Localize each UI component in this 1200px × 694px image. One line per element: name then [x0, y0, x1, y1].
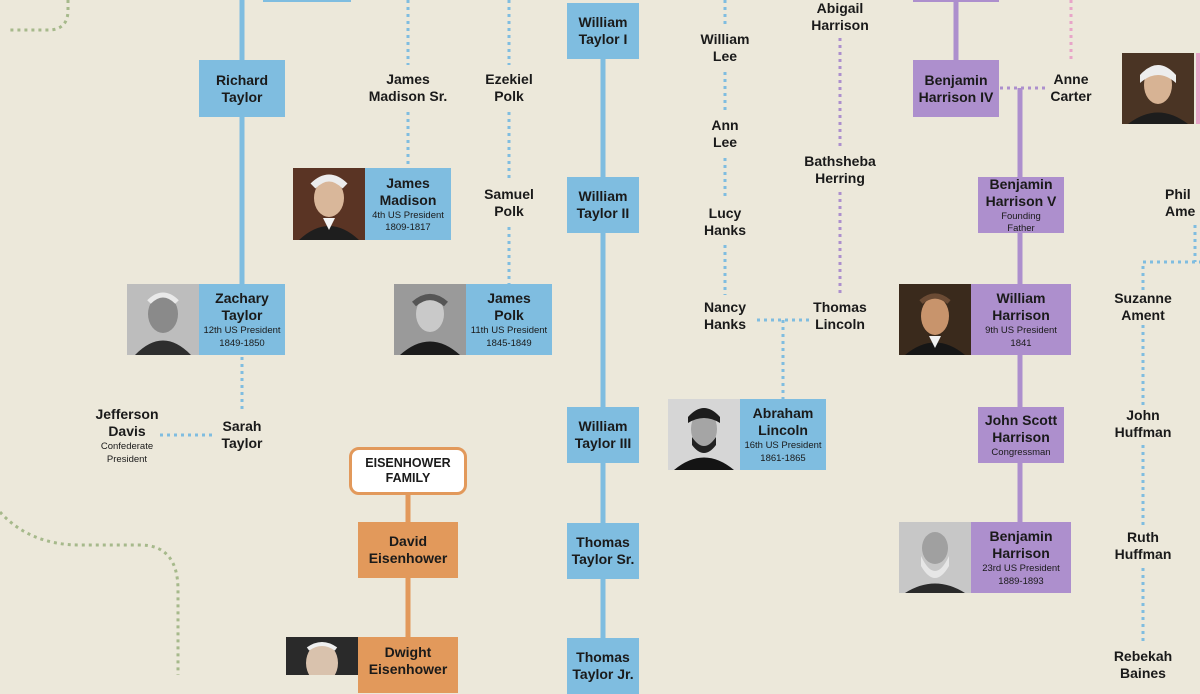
person-thomas-taylor-jr[interactable]: Thomas Taylor Jr.	[567, 638, 639, 694]
person-sarah-taylor[interactable]: Sarah Taylor	[205, 418, 279, 452]
person-years: 1809-1817	[385, 222, 431, 233]
connector-lines	[0, 0, 1200, 675]
person-abigail-harrison[interactable]: Abigail Harrison	[795, 0, 885, 34]
portrait-abraham-lincoln	[668, 399, 740, 470]
person-richard-taylor[interactable]: Richard Taylor	[199, 60, 285, 117]
person-name: James Madison	[379, 174, 437, 208]
person-name: Ruth Huffman	[1114, 529, 1172, 562]
person-name: Lucy Hanks	[703, 205, 747, 238]
person-role: Father	[1007, 223, 1035, 234]
person-name: James Polk	[487, 290, 531, 323]
person-name: Bathsheba Herring	[804, 153, 876, 186]
portrait-william-harrison	[899, 284, 971, 355]
person-years: 1845-1849	[486, 337, 532, 349]
person-james-madison[interactable]: James Madison 4th US President 1809-1817	[365, 168, 451, 240]
person-dwight-eisenhower[interactable]: Dwight Eisenhower	[358, 637, 458, 693]
portrait-zachary-taylor	[127, 284, 199, 355]
person-title: 4th US President	[372, 209, 444, 221]
person-name: Phil Ame	[1165, 186, 1196, 219]
person-title: Confederate	[100, 441, 154, 452]
partial-box-edge	[1196, 53, 1200, 124]
person-name: William Lee	[700, 31, 750, 64]
person-name: William Taylor III	[574, 418, 632, 451]
person-jefferson-davis[interactable]: Jefferson Davis Confederate President	[82, 406, 172, 465]
person-name: John Scott Harrison	[984, 411, 1058, 445]
person-samuel-polk[interactable]: Samuel Polk	[469, 186, 549, 220]
person-nancy-hanks[interactable]: Nancy Hanks	[690, 299, 760, 333]
person-thomas-taylor-sr[interactable]: Thomas Taylor Sr.	[567, 523, 639, 579]
person-title: 16th US President	[744, 440, 822, 451]
person-name: Richard Taylor	[215, 71, 269, 105]
person-bathsheba-herring[interactable]: Bathsheba Herring	[795, 153, 885, 187]
person-name: Zachary Taylor	[215, 290, 269, 323]
person-john-scott-harrison[interactable]: John Scott Harrison Congressman	[978, 407, 1064, 463]
person-william-taylor-ii[interactable]: William Taylor II	[567, 177, 639, 233]
person-title: Congressman	[991, 446, 1051, 458]
person-william-harrison[interactable]: William Harrison 9th US President 1841	[971, 284, 1071, 355]
person-title: 12th US President	[203, 325, 281, 336]
person-title: 23rd US President	[982, 563, 1060, 574]
portrait-james-madison	[293, 168, 365, 240]
person-john-huffman[interactable]: John Huffman	[1103, 407, 1183, 441]
person-david-eisenhower[interactable]: David Eisenhower	[358, 522, 458, 578]
person-james-polk[interactable]: James Polk 11th US President 1845-1849	[466, 284, 552, 355]
person-suzanne-ament[interactable]: Suzanne Ament	[1103, 290, 1183, 324]
person-name: Benjamin Harrison IV	[918, 71, 994, 105]
person-name: Samuel Polk	[484, 186, 534, 219]
person-name: Rebekah Baines	[1113, 648, 1173, 681]
person-name: William Taylor I	[578, 14, 628, 47]
person-name: David Eisenhower	[368, 533, 448, 566]
person-years: 1841	[1010, 337, 1032, 349]
person-james-madison-sr[interactable]: James Madison Sr.	[358, 71, 458, 105]
person-name: Benjamin Harrison V	[985, 175, 1057, 209]
person-title: Founding	[1001, 210, 1041, 222]
person-ann-lee[interactable]: Ann Lee	[690, 117, 760, 151]
person-ezekiel-polk[interactable]: Ezekiel Polk	[469, 71, 549, 105]
person-name: Suzanne Ament	[1114, 290, 1172, 323]
person-name: Thomas Lincoln	[813, 299, 867, 332]
person-zachary-taylor[interactable]: Zachary Taylor 12th US President 1849-18…	[199, 284, 285, 355]
person-name: Dwight Eisenhower	[368, 644, 448, 677]
person-name: Abraham Lincoln	[752, 405, 814, 438]
eisenhower-family-label[interactable]: EISENHOWER FAMILY	[349, 447, 467, 495]
person-name: William Harrison	[992, 290, 1050, 323]
person-name: Benjamin Harrison	[989, 528, 1053, 561]
portrait-dwight-eisenhower	[286, 637, 358, 675]
person-name: Anne Carter	[1050, 71, 1092, 104]
portrait-george-washington	[1122, 53, 1194, 124]
person-benjamin-harrison[interactable]: Benjamin Harrison 23rd US President 1889…	[971, 522, 1071, 593]
person-name: Ann Lee	[711, 117, 739, 150]
person-william-lee[interactable]: William Lee	[690, 31, 760, 65]
person-years: 1849-1850	[219, 337, 265, 349]
portrait-benjamin-harrison	[899, 522, 971, 593]
portrait-james-polk	[394, 284, 466, 355]
person-title: 9th US President	[985, 325, 1057, 336]
person-lucy-hanks[interactable]: Lucy Hanks	[690, 205, 760, 239]
person-rebekah-baines[interactable]: Rebekah Baines	[1103, 648, 1183, 682]
person-name: Jefferson Davis	[95, 406, 159, 439]
person-benjamin-harrison-iv[interactable]: Benjamin Harrison IV	[913, 60, 999, 117]
person-william-taylor-iii[interactable]: William Taylor III	[567, 407, 639, 463]
person-name: Sarah Taylor	[221, 418, 263, 451]
person-name: Ezekiel Polk	[485, 71, 533, 104]
person-name: Nancy Hanks	[703, 299, 747, 332]
person-abraham-lincoln[interactable]: Abraham Lincoln 16th US President 1861-1…	[740, 399, 826, 470]
person-phil-ame[interactable]: Phil Ame	[1165, 186, 1200, 220]
person-role: President	[106, 453, 148, 465]
person-years: 1889-1893	[998, 575, 1044, 587]
person-name: Thomas Taylor Sr.	[571, 534, 635, 567]
person-thomas-lincoln[interactable]: Thomas Lincoln	[800, 299, 880, 333]
person-name: Abigail Harrison	[811, 0, 869, 33]
person-title: 11th US President	[470, 325, 548, 336]
person-ruth-huffman[interactable]: Ruth Huffman	[1103, 529, 1183, 563]
person-name: James Madison Sr.	[368, 71, 448, 104]
person-name: Thomas Taylor Jr.	[572, 649, 634, 682]
person-anne-carter[interactable]: Anne Carter	[1036, 71, 1106, 105]
person-william-taylor-i[interactable]: William Taylor I	[567, 3, 639, 59]
person-benjamin-harrison-v[interactable]: Benjamin Harrison V Founding Father	[978, 175, 1064, 234]
person-name: William Taylor II	[576, 188, 630, 221]
person-years: 1861-1865	[760, 452, 806, 464]
person-name: John Huffman	[1114, 407, 1172, 440]
